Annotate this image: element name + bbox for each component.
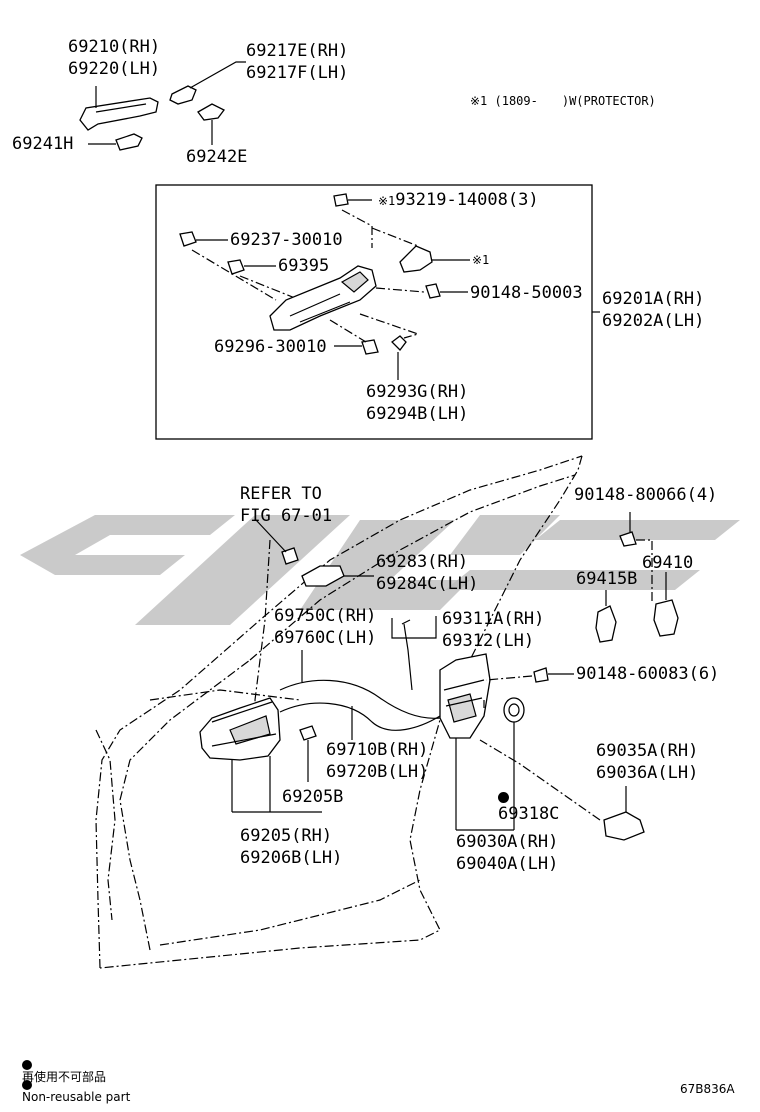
inner-handle-drawing <box>199 697 322 813</box>
label-refer-to-fig: REFER TO FIG 67-01 <box>240 484 333 526</box>
label-protector-mark: ※1 <box>472 253 490 267</box>
legend-dot-icon <box>22 1080 32 1090</box>
label-wedge: 69415B <box>576 569 638 589</box>
label-pad: 69242E <box>186 147 248 167</box>
cover-drawing <box>88 133 143 151</box>
label-bolt-top: ※193219-14008(3) <box>378 190 539 210</box>
label-outer-pad: 69217E(RH) 69217F(LH) <box>246 41 349 83</box>
pad-drawing <box>197 103 225 145</box>
cables-drawing <box>279 616 441 740</box>
protector-note: ※1 (1809- )W(PROTECTOR) <box>470 94 656 108</box>
label-rod: 69293G(RH) 69294B(LH) <box>366 382 469 424</box>
legend-jp: 再使用不可部品 <box>22 1060 106 1084</box>
lock-rod-drawing <box>401 619 413 691</box>
watermark-logo <box>20 515 740 625</box>
label-lock-assembly: 69030A(RH) 69040A(LH) <box>456 832 559 874</box>
outer-pad-drawing <box>169 61 246 105</box>
label-cover: 69241H <box>12 134 74 154</box>
legend-dot-icon <box>22 1060 32 1070</box>
label-outer-handle: 69210(RH) 69220(LH) <box>68 37 161 79</box>
label-lock-rod: 69311A(RH) 69312(LH) <box>442 609 545 651</box>
seal-ring-drawing <box>456 697 525 831</box>
striker-drawing <box>479 512 679 841</box>
non-reusable-dot-icon <box>498 792 509 803</box>
label-striker-cover: 69410 <box>642 553 694 573</box>
label-cable-upper: 69750C(RH) 69760C(LH) <box>274 606 377 648</box>
inner-pad-drawing <box>301 565 374 587</box>
label-clip: 69395 <box>278 256 330 276</box>
label-screw: 90148-50003 <box>470 283 583 303</box>
outer-handle-drawing <box>79 86 159 131</box>
label-cap: 69205B <box>282 787 344 807</box>
label-striker-screw: 90148-80066(4) <box>574 485 718 505</box>
label-frame-assembly: 69201A(RH) 69202A(LH) <box>602 289 705 331</box>
legend-en: Non-reusable part <box>22 1080 130 1104</box>
label-striker: 69035A(RH) 69036A(LH) <box>596 741 699 783</box>
refer-bolt-drawing <box>255 519 299 565</box>
label-cable-lower: 69710B(RH) 69720B(LH) <box>326 740 429 782</box>
lock-screw-drawing <box>485 667 574 683</box>
label-seal: 69318C <box>498 792 559 825</box>
label-inner-handle: 69205(RH) 69206B(LH) <box>240 826 343 868</box>
frame-parts-drawing <box>179 193 470 380</box>
label-lock-screw: 90148-60083(6) <box>576 664 720 684</box>
figure-code: 67B836A <box>680 1082 735 1096</box>
label-nut: 69237-30010 <box>230 230 343 250</box>
label-inner-pad: 69283(RH) 69284C(LH) <box>376 552 479 594</box>
door-lock-drawing <box>439 653 491 830</box>
label-bolt-bottom: 69296-30010 <box>214 337 327 357</box>
